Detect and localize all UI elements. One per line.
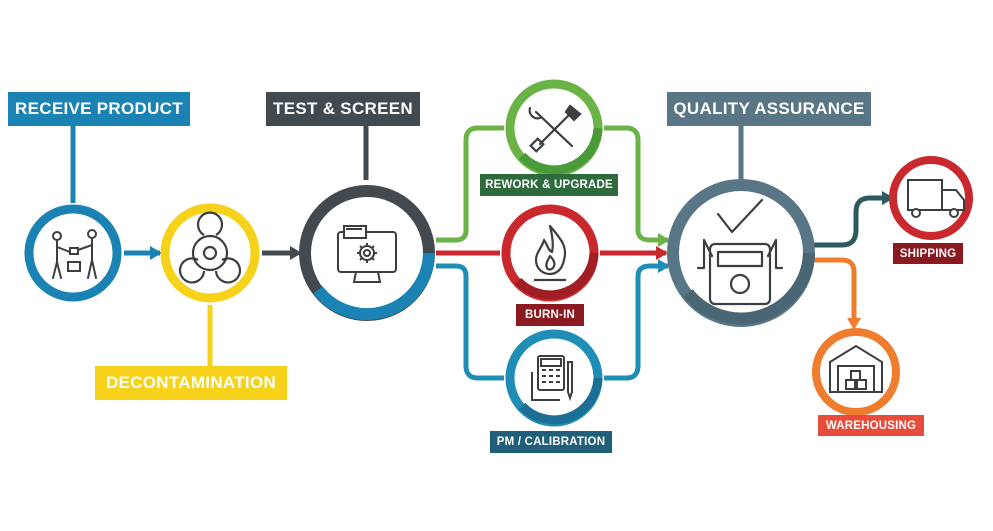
node-decon [160,203,260,303]
flame-icon [534,224,567,282]
connectors [70,124,888,381]
node-test [299,185,435,321]
label-burn-in: BURN-IN [516,304,584,326]
label-warehousing: WAREHOUSING [818,415,924,436]
label-decontamination: DECONTAMINATION [95,366,287,400]
label-pm-calibration: PM / CALIBRATION [490,431,612,453]
warehouse-icon [829,344,883,393]
connector-test-pm [436,263,504,381]
connector-pm-qa [604,263,668,381]
arrow-shipping [882,191,894,205]
label-quality-assurance: QUALITY ASSURANCE [667,92,871,126]
truck-icon [907,179,965,218]
biohazard-icon [178,211,242,284]
wrench-screwdriver-icon [528,104,582,153]
label-test-screen: TEST & SCREEN [266,92,420,126]
handover-box-icon [52,229,97,279]
calculator-ruler-icon [531,355,573,402]
connector-rework-qa [604,125,668,243]
arrow-qa-green [658,233,670,247]
monitor-gear-icon [337,225,397,283]
connector-qa-shipping [814,195,888,248]
arrow-test [290,246,302,260]
node-shipping [889,156,973,240]
label-rework-upgrade: REWORK & UPGRADE [480,174,618,196]
arrow-warehousing [847,318,861,330]
arrow-decon [150,246,162,260]
node-burn [501,204,599,302]
node-pm [505,329,603,427]
arrow-qa-blue [658,259,670,273]
multimeter-check-icon [696,198,784,306]
connector-qa-warehousing [814,257,857,320]
arrow-qa-red [656,246,668,260]
label-receive-product: RECEIVE PRODUCT [8,92,190,126]
connector-test-rework [436,125,504,243]
arrow-heads [150,191,894,330]
label-shipping: SHIPPING [893,243,963,264]
